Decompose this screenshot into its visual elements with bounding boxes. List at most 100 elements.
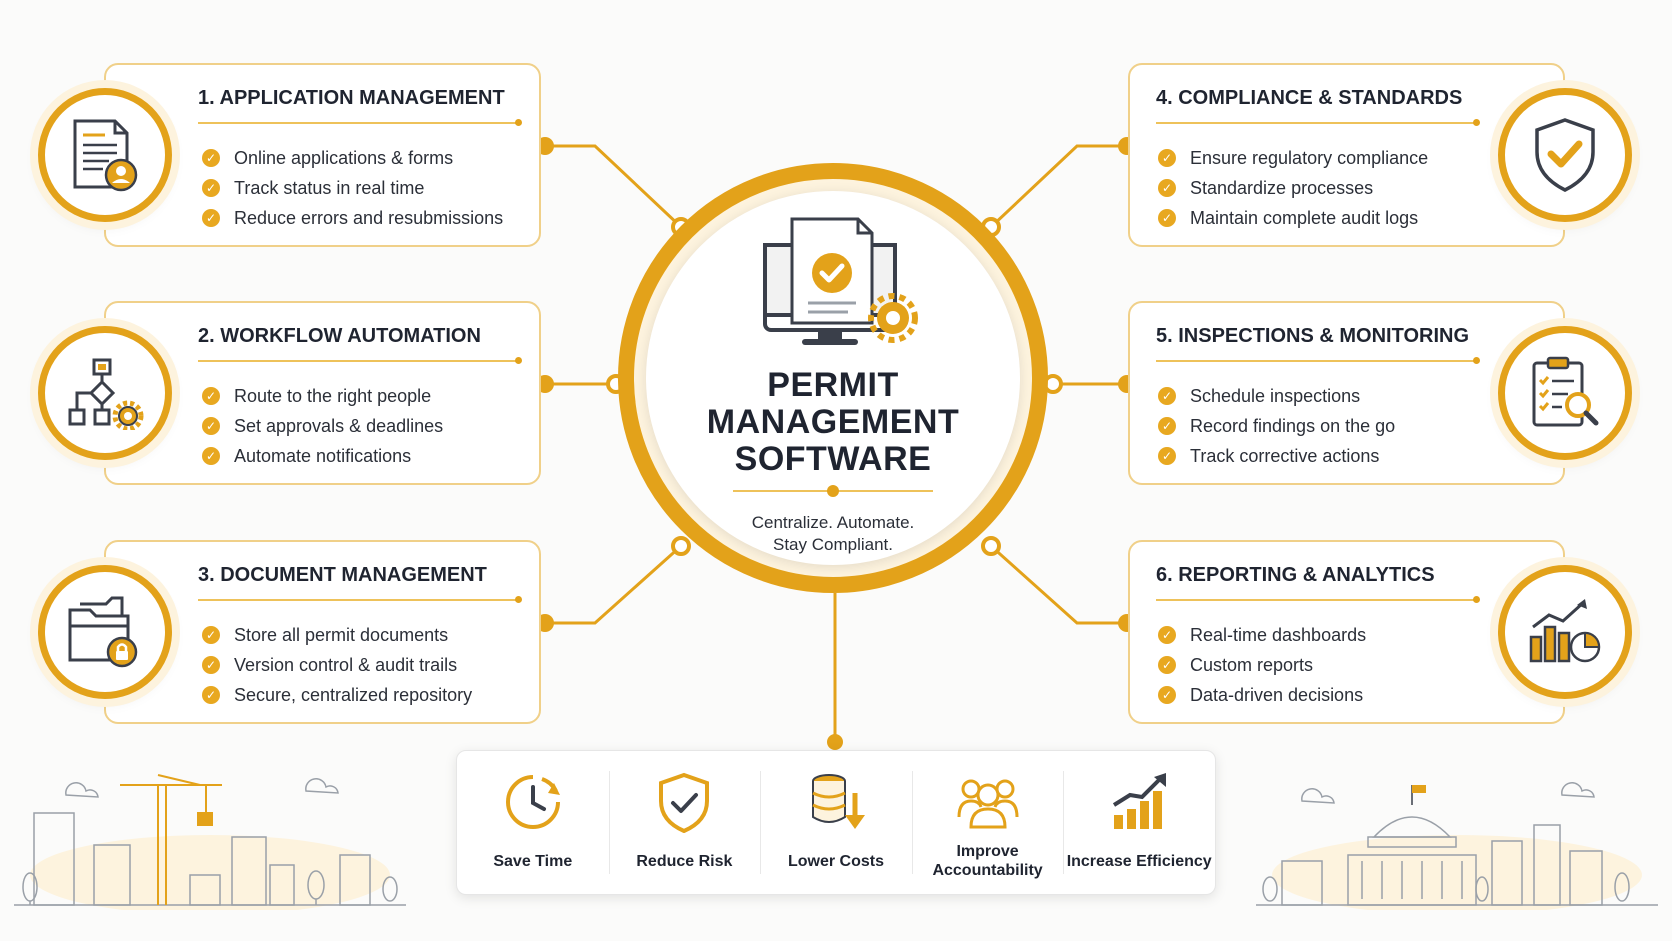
feature-text: Track status in real time	[234, 177, 425, 198]
list-item: ✓ Data-driven decisions	[1158, 680, 1366, 710]
module-divider	[198, 119, 522, 126]
module-icon-badge	[1498, 565, 1632, 699]
hub-title-line: MANAGEMENT	[706, 403, 960, 441]
hub-title-line: PERMIT	[767, 366, 899, 404]
list-item: ✓ Track corrective actions	[1158, 441, 1395, 471]
feature-text: Schedule inspections	[1190, 385, 1361, 406]
check-icon: ✓	[202, 387, 220, 405]
list-item: ✓ Online applications & forms	[202, 143, 503, 173]
benefit-label: Improve Accountability	[932, 843, 1043, 879]
feature-text: Store all permit documents	[234, 624, 449, 645]
check-icon: ✓	[1158, 209, 1176, 227]
module-divider	[198, 357, 522, 364]
feature-text: Online applications & forms	[234, 147, 454, 168]
feature-text: Version control & audit trails	[234, 654, 458, 675]
feature-text: Reduce errors and resubmissions	[234, 207, 504, 228]
folder-lock-icon	[68, 596, 138, 668]
feature-text: Track corrective actions	[1190, 445, 1380, 466]
list-item: ✓Custom reports	[1158, 650, 1366, 680]
module-feature-list: ✓ Schedule inspections ✓ Record findings o…	[1158, 381, 1395, 471]
benefits-bar: Save Time Reduce Risk Lower Costs Improv…	[456, 750, 1216, 895]
benefit-improve-accountability: Improve Accountability	[911, 751, 1064, 894]
module-icon-badge	[1498, 88, 1632, 222]
application-form-icon	[73, 119, 138, 192]
check-icon: ✓	[202, 447, 220, 465]
list-item: ✓ Store all permit documents	[202, 620, 472, 650]
feature-text: Secure, centralized repository	[234, 684, 473, 705]
benefit-lower-costs: Lower Costs	[760, 751, 912, 894]
list-item: ✓ Real-time dashboards	[1158, 620, 1366, 650]
module-title: 3. DOCUMENT MANAGEMENT	[198, 564, 487, 586]
feature-text: Set approvals & deadlines	[234, 415, 444, 436]
module-feature-list: ✓ Route to the right people ✓ Set approval…	[202, 381, 443, 471]
module-title: 5. INSPECTIONS & MONITORING	[1156, 325, 1469, 347]
list-item: ✓ Secure, centralized repository	[202, 680, 472, 710]
benefit-label: Increase Efficiency	[1066, 852, 1212, 870]
city-skyline-left	[14, 774, 406, 910]
check-icon: ✓	[1158, 417, 1176, 435]
list-item: ✓Automate notifications	[202, 441, 443, 471]
benefit-increase-efficiency: Increase Efficiency	[1063, 751, 1215, 894]
list-item: ✓ Track status in real time	[202, 173, 503, 203]
check-icon: ✓	[202, 149, 220, 167]
module-icon-badge	[38, 565, 172, 699]
check-icon: ✓	[1158, 179, 1176, 197]
check-icon: ✓	[202, 656, 220, 674]
list-item: ✓ Maintain complete audit logs	[1158, 203, 1428, 233]
benefit-label: Lower Costs	[787, 852, 884, 870]
list-item: ✓ Ensure regulatory compliance	[1158, 143, 1428, 173]
growth-chart-icon	[1113, 773, 1167, 829]
module-divider	[1156, 357, 1480, 364]
check-icon: ✓	[1158, 149, 1176, 167]
module-card-compliance-standards: 4. COMPLIANCE & STANDARDS ✓ Ensure regula…	[1128, 63, 1565, 247]
check-icon: ✓	[1158, 686, 1176, 704]
feature-text: Maintain complete audit logs	[1190, 207, 1419, 228]
check-icon: ✓	[1158, 656, 1176, 674]
coins-icon	[811, 774, 865, 829]
feature-text: Data-driven decisions	[1190, 684, 1364, 705]
module-title: 1. APPLICATION MANAGEMENT	[198, 87, 505, 109]
list-item: ✓ Schedule inspections	[1158, 381, 1395, 411]
module-icon-badge	[38, 88, 172, 222]
module-divider	[1156, 596, 1480, 603]
list-item: ✓Reduce errors and resubmissions	[202, 203, 503, 233]
list-item: ✓ Set approvals & deadlines	[202, 411, 443, 441]
feature-text: Ensure regulatory compliance	[1190, 147, 1429, 168]
benefit-reduce-risk: Reduce Risk	[608, 751, 761, 894]
module-title: 2. WORKFLOW AUTOMATION	[198, 325, 481, 347]
feature-text: Standardize processes	[1190, 177, 1374, 198]
module-title: 4. COMPLIANCE & STANDARDS	[1156, 87, 1463, 109]
shield-icon	[659, 772, 710, 833]
module-icon-badge	[1498, 326, 1632, 460]
feature-text: Record findings on the go	[1190, 415, 1396, 436]
module-card-reporting-analytics: 6. REPORTING & ANALYTICS ✓ Real-time dash…	[1128, 540, 1565, 724]
clipboard-search-icon	[1532, 356, 1599, 427]
check-icon: ✓	[202, 179, 220, 197]
module-feature-list: ✓ Ensure regulatory compliance ✓ Standardi…	[1158, 143, 1428, 233]
module-icon-badge	[38, 326, 172, 460]
monitor-document-check-icon	[763, 217, 918, 345]
module-divider	[1156, 119, 1480, 126]
check-icon: ✓	[1158, 447, 1176, 465]
module-title: 6. REPORTING & ANALYTICS	[1156, 564, 1435, 586]
feature-text: Real-time dashboards	[1190, 624, 1367, 645]
module-card-inspections-monitoring: 5. INSPECTIONS & MONITORING ✓ Schedule in…	[1128, 301, 1565, 485]
module-feature-list: ✓ Online applications & forms ✓ Track stat…	[202, 143, 503, 233]
module-card-application-management: 1. APPLICATION MANAGEMENT ✓ Online applic…	[104, 63, 541, 247]
clock-icon	[505, 775, 560, 829]
hub-title: PERMIT MANAGEMENT SOFTWARE	[646, 367, 1020, 478]
shield-check-icon	[1535, 118, 1595, 192]
check-icon: ✓	[202, 686, 220, 704]
analytics-chart-icon	[1529, 599, 1601, 663]
hub-tagline: Centralize. Automate. Stay Compliant.	[646, 512, 1020, 556]
hub-tagline-line: Stay Compliant.	[773, 535, 893, 554]
module-feature-list: ✓ Real-time dashboards ✓Custom reports ✓ D…	[1158, 620, 1366, 710]
check-icon: ✓	[1158, 387, 1176, 405]
list-item: ✓ Record findings on the go	[1158, 411, 1395, 441]
check-icon: ✓	[202, 417, 220, 435]
check-icon: ✓	[1158, 626, 1176, 644]
module-divider	[198, 596, 522, 603]
module-card-document-management: 3. DOCUMENT MANAGEMENT ✓ Store all permit…	[104, 540, 541, 724]
feature-text: Route to the right people	[234, 385, 432, 406]
check-icon: ✓	[202, 626, 220, 644]
